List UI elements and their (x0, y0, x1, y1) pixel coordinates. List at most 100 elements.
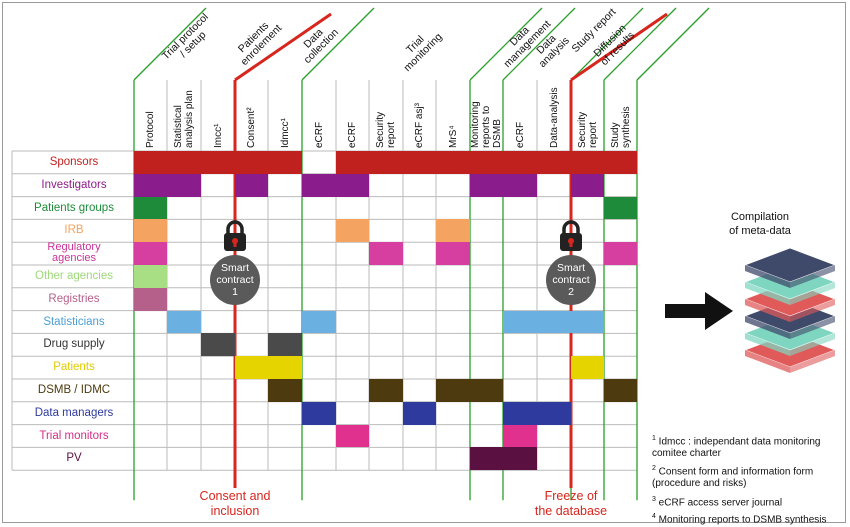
column-header: Protocol (145, 111, 156, 148)
role-cell (604, 196, 637, 220)
role-cell (336, 151, 369, 174)
right-arrow-icon (665, 292, 733, 330)
role-cell (167, 310, 201, 334)
column-header: Security report (576, 111, 599, 148)
role-cell (503, 310, 537, 334)
column-header: eCRF (313, 121, 325, 148)
stack-layer-side (790, 316, 835, 339)
role-cell (235, 173, 268, 197)
role-cell (268, 151, 302, 174)
footnote-number: 2 (652, 465, 656, 472)
stack-layer-side (745, 333, 790, 356)
stack-layer-side (790, 299, 835, 322)
role-cell (403, 151, 436, 174)
group-divider-diagonal (603, 7, 677, 81)
stack-layer-side (745, 299, 790, 322)
role-cell (604, 151, 637, 174)
role-cell (436, 151, 470, 174)
row-label: Drug supply (43, 338, 105, 351)
column-header: eCRF (514, 121, 526, 148)
row-label: Patients (53, 361, 95, 374)
column-header: Idmcc¹ (279, 118, 291, 148)
group-divider-diagonal (469, 7, 543, 81)
column-header: Statistical analysis plan (173, 90, 195, 148)
row-label: PV (66, 452, 82, 465)
column-header: Security report (375, 111, 397, 148)
milestone-diagonal (234, 12, 332, 82)
role-cell (537, 401, 571, 425)
footnote-text: Idmcc : independant data monitoring comi… (652, 436, 821, 460)
footnote-number: 4 (652, 513, 656, 520)
role-cell (134, 242, 167, 265)
column-header: Imcc¹ (212, 123, 224, 148)
role-cell (436, 379, 470, 402)
row-label: Registries (48, 292, 100, 305)
row-label: DSMB / IDMC (37, 384, 111, 396)
stack-layer-side (790, 265, 835, 288)
group-divider-diagonal (502, 7, 576, 81)
role-cell (503, 424, 537, 448)
milestone-label: Consent and inclusion (199, 489, 271, 518)
role-cell (436, 242, 470, 265)
role-cell (134, 173, 167, 197)
role-cell (503, 401, 537, 425)
stack-layer-side (745, 350, 790, 373)
metadata-stack-icon (743, 247, 837, 373)
role-cell (134, 219, 167, 243)
footnote-text: Monitoring reports to DSMB synthesis (655, 514, 827, 526)
footnote-text: Consent form and information form (proce… (652, 466, 814, 490)
milestone-label: Freeze of the database (534, 489, 608, 518)
role-cell (436, 219, 470, 243)
role-cell (302, 173, 336, 197)
group-divider-diagonal (133, 7, 207, 81)
role-cell (302, 310, 336, 334)
stack-layer-side (790, 333, 835, 356)
role-cell (268, 356, 302, 379)
role-cell (167, 173, 201, 197)
role-cell (134, 265, 167, 288)
role-cell (537, 310, 571, 334)
row-label: Regulatory agencies (47, 241, 101, 265)
role-cell (604, 242, 637, 265)
column-header: Study synthesis (609, 106, 632, 148)
lock-icon (224, 220, 246, 251)
footnote-number: 3 (652, 496, 656, 503)
footnote: 1 Idmcc : independant data monitoring co… (652, 433, 820, 460)
row-label: Patients groups (34, 201, 114, 214)
row-label: Data managers (34, 406, 114, 419)
stack-layer-side (745, 265, 790, 288)
footnote: 2 Consent form and information form (pro… (652, 463, 813, 490)
stack-layer-side (790, 350, 835, 373)
milestone-diagonal (570, 12, 668, 82)
role-cell (604, 379, 637, 402)
role-cell (571, 173, 604, 197)
footnote-text: eCRF access server journal (655, 497, 783, 509)
column-header: eCRF asj³ (414, 102, 425, 148)
stack-layer-side (745, 316, 790, 339)
row-label: IRB (64, 224, 84, 237)
group-divider-diagonal (570, 7, 644, 81)
role-cell (336, 219, 369, 243)
role-cell (369, 151, 403, 174)
role-cell (470, 173, 503, 197)
role-cell (336, 173, 369, 197)
lock-icon (560, 220, 582, 251)
role-cell (201, 333, 235, 357)
stack-layer-side (745, 282, 790, 305)
role-cell (403, 401, 436, 425)
role-cell (571, 310, 604, 334)
row-label: Sponsors (49, 156, 99, 168)
role-cell (470, 447, 503, 471)
role-cell (235, 151, 268, 174)
role-cell (336, 424, 369, 448)
row-label: Statisticians (43, 315, 105, 328)
role-cell (537, 151, 571, 174)
column-header: Data-analysis (548, 87, 560, 148)
column-header: MrS⁴ (447, 125, 459, 148)
role-cell (235, 356, 268, 379)
role-cell (268, 333, 302, 357)
role-cell (134, 196, 167, 220)
role-cell (134, 287, 167, 311)
